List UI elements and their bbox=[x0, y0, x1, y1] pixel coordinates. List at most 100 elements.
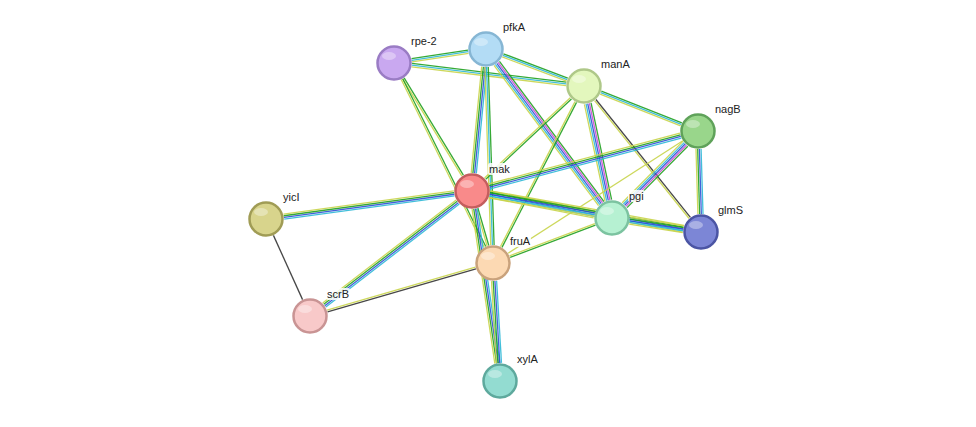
node-highlight bbox=[474, 38, 488, 46]
node-disc bbox=[484, 365, 517, 398]
node-label: scrB bbox=[326, 288, 350, 300]
node-label: xylA bbox=[516, 353, 539, 365]
node-label: fruA bbox=[509, 235, 531, 247]
node-label: mak bbox=[488, 163, 511, 175]
node-highlight bbox=[686, 120, 700, 128]
protein-node: fruA bbox=[475, 245, 511, 281]
node-circle bbox=[594, 200, 630, 236]
node-circle bbox=[376, 45, 412, 81]
interaction-edge bbox=[510, 224, 596, 258]
node-circle bbox=[566, 68, 602, 104]
evidence-line bbox=[325, 203, 458, 306]
evidence-line bbox=[498, 62, 602, 202]
node-disc bbox=[250, 203, 283, 236]
node-circle bbox=[292, 298, 328, 334]
evidence-line bbox=[412, 52, 468, 61]
node-circle bbox=[454, 173, 490, 209]
interaction-edge bbox=[471, 67, 487, 174]
evidence-line bbox=[492, 281, 497, 363]
node-disc bbox=[294, 300, 327, 333]
node-highlight bbox=[689, 221, 703, 229]
evidence-line bbox=[283, 191, 453, 214]
node-disc bbox=[685, 216, 718, 249]
evidence-line bbox=[404, 78, 463, 175]
protein-node: rpe-2 bbox=[376, 45, 412, 81]
evidence-line bbox=[589, 103, 610, 200]
evidence-line bbox=[490, 194, 684, 229]
protein-node: yicI bbox=[248, 201, 284, 237]
node-highlight bbox=[460, 180, 474, 188]
protein-node: mak bbox=[454, 173, 490, 209]
node-label: nagB bbox=[714, 103, 742, 115]
evidence-line bbox=[622, 141, 683, 202]
evidence-line bbox=[473, 67, 483, 173]
node-highlight bbox=[572, 75, 586, 83]
interaction-edge bbox=[283, 191, 454, 219]
evidence-line bbox=[323, 200, 456, 303]
evidence-line bbox=[324, 201, 457, 304]
node-disc bbox=[568, 70, 601, 103]
interaction-edge bbox=[629, 217, 683, 232]
interaction-edge bbox=[489, 191, 684, 232]
protein-node: manA bbox=[566, 68, 602, 104]
evidence-line bbox=[586, 104, 607, 201]
evidence-line bbox=[696, 149, 698, 214]
evidence-line bbox=[630, 222, 683, 230]
evidence-line bbox=[284, 194, 454, 217]
protein-node: pfkA bbox=[468, 31, 504, 67]
evidence-line bbox=[502, 102, 577, 247]
evidence-line bbox=[601, 91, 682, 123]
protein-node: glmS bbox=[683, 214, 719, 250]
node-disc bbox=[477, 247, 510, 280]
evidence-line bbox=[503, 54, 567, 78]
node-circle bbox=[468, 31, 504, 67]
node-circle bbox=[248, 201, 284, 237]
protein-node: pgi bbox=[594, 200, 630, 236]
protein-node: xylA bbox=[482, 363, 518, 399]
interaction-edge bbox=[403, 78, 464, 176]
node-label: manA bbox=[600, 58, 631, 70]
node-disc bbox=[378, 47, 411, 80]
protein-node: nagB bbox=[680, 113, 716, 149]
interaction-edge bbox=[696, 149, 703, 214]
node-highlight bbox=[382, 52, 396, 60]
node-label: pgi bbox=[628, 190, 645, 202]
evidence-line bbox=[627, 146, 688, 207]
evidence-line bbox=[600, 94, 681, 126]
interaction-edge bbox=[502, 54, 568, 81]
evidence-line bbox=[490, 191, 684, 226]
node-circle bbox=[680, 113, 716, 149]
node-label: rpe-2 bbox=[410, 35, 438, 47]
interaction-edge bbox=[472, 208, 500, 363]
node-highlight bbox=[600, 207, 614, 215]
node-highlight bbox=[298, 305, 312, 313]
interaction-edge bbox=[412, 50, 469, 62]
node-circle bbox=[482, 363, 518, 399]
evidence-line bbox=[596, 100, 690, 218]
node-highlight bbox=[481, 252, 495, 260]
node-highlight bbox=[254, 208, 268, 216]
evidence-line bbox=[471, 67, 481, 173]
node-disc bbox=[596, 202, 629, 235]
node-disc bbox=[456, 175, 489, 208]
evidence-line bbox=[284, 196, 454, 219]
node-label: yicI bbox=[282, 191, 301, 203]
protein-node: scrB bbox=[292, 298, 328, 334]
evidence-line bbox=[403, 79, 462, 176]
evidence-line bbox=[503, 55, 567, 79]
evidence-line bbox=[412, 53, 468, 62]
evidence-line bbox=[490, 192, 684, 227]
interaction-edge bbox=[492, 281, 502, 363]
node-label: pfkA bbox=[502, 21, 526, 33]
interaction-edge bbox=[485, 67, 494, 245]
evidence-line bbox=[584, 104, 605, 201]
evidence-line bbox=[626, 145, 687, 206]
node-disc bbox=[470, 33, 503, 66]
evidence-line bbox=[588, 104, 609, 201]
node-label: glmS bbox=[717, 204, 744, 216]
evidence-line bbox=[489, 196, 683, 231]
evidence-line bbox=[485, 67, 491, 245]
evidence-line bbox=[284, 193, 454, 216]
interaction-edge bbox=[622, 141, 688, 207]
